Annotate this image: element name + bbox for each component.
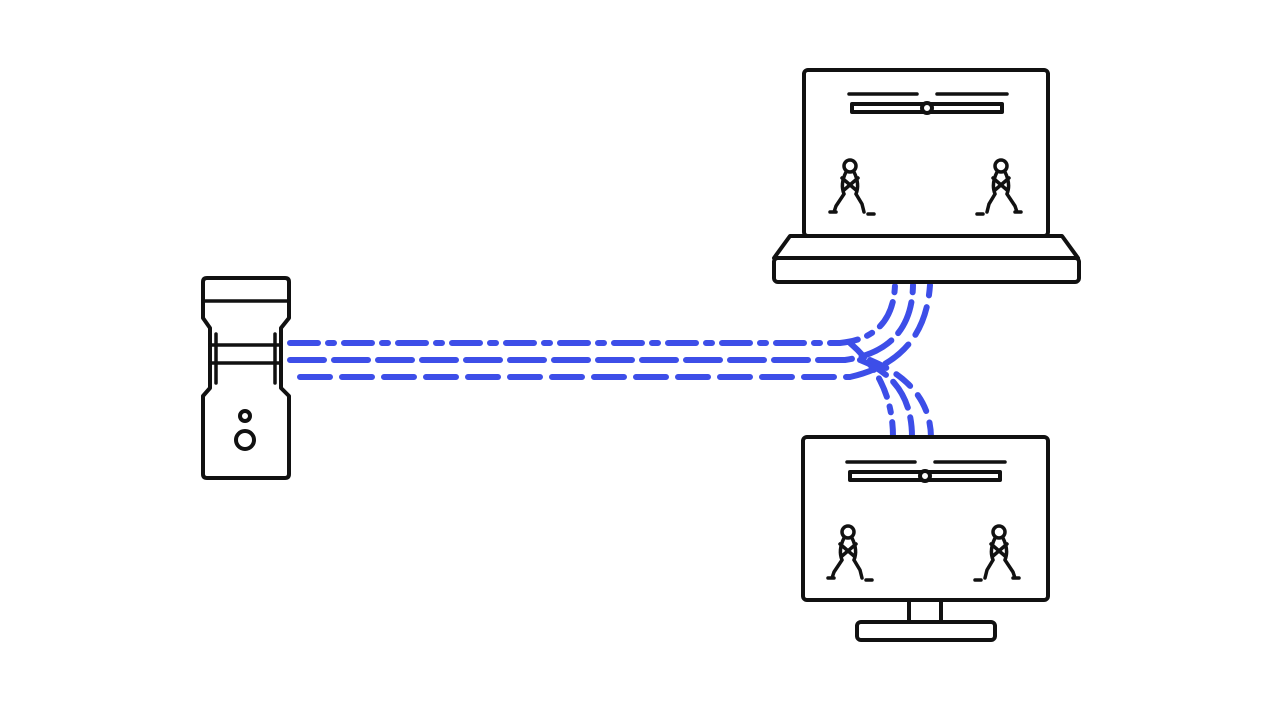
desktop-monitor-icon: [801, 435, 1050, 642]
cable-line: [847, 340, 896, 440]
cable-line: [297, 282, 933, 380]
power-button-icon: [234, 429, 256, 451]
status-light-icon: [238, 409, 252, 423]
cable-line: [857, 357, 915, 440]
cable-line: [287, 282, 916, 363]
cable-line: [287, 282, 898, 346]
server-icon: [201, 276, 291, 480]
laptop-icon: [772, 68, 1081, 284]
cable-line: [867, 357, 934, 440]
cable-bundle: [287, 282, 934, 440]
